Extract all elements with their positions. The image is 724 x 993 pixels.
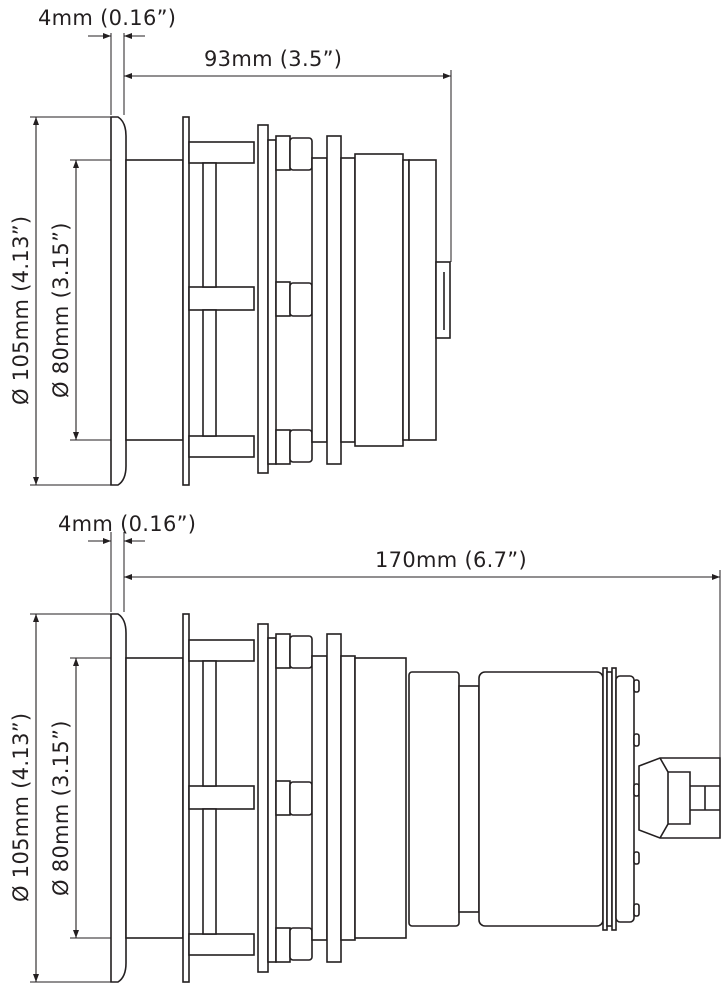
top-view: 4mm (0.16”) 93mm (3.5”) Ø 105mm (4.13”) — [9, 6, 452, 486]
bottom-view: 4mm (0.16”) 170mm (6.7”) Ø 105mm (4.13”) — [9, 512, 721, 983]
bottom-outer-diameter-dimension: Ø 105mm (4.13”) — [9, 613, 118, 983]
top-inner-diameter-label: Ø 80mm (3.15”) — [49, 222, 73, 398]
bottom-device-outline — [110, 613, 721, 983]
top-outer-diameter-dimension: Ø 105mm (4.13”) — [9, 116, 118, 486]
bottom-outer-diameter-label: Ø 105mm (4.13”) — [9, 713, 33, 902]
bottom-flange-thickness-dimension: 4mm (0.16”) — [58, 512, 196, 612]
top-length-label: 93mm (3.5”) — [204, 47, 342, 71]
top-inner-diameter-dimension: Ø 80mm (3.15”) — [49, 159, 124, 441]
bottom-length-label: 170mm (6.7”) — [375, 548, 527, 572]
top-device-outline — [110, 116, 451, 486]
bottom-inner-diameter-dimension: Ø 80mm (3.15”) — [49, 657, 124, 939]
top-flange-thickness-label: 4mm (0.16”) — [38, 6, 176, 30]
top-outer-diameter-label: Ø 105mm (4.13”) — [9, 216, 33, 405]
bottom-inner-diameter-label: Ø 80mm (3.15”) — [49, 720, 73, 896]
bottom-flange-thickness-label: 4mm (0.16”) — [58, 512, 196, 536]
top-length-dimension: 93mm (3.5”) — [124, 47, 452, 262]
bottom-length-dimension: 170mm (6.7”) — [124, 548, 721, 762]
top-flange-thickness-dimension: 4mm (0.16”) — [38, 6, 176, 115]
